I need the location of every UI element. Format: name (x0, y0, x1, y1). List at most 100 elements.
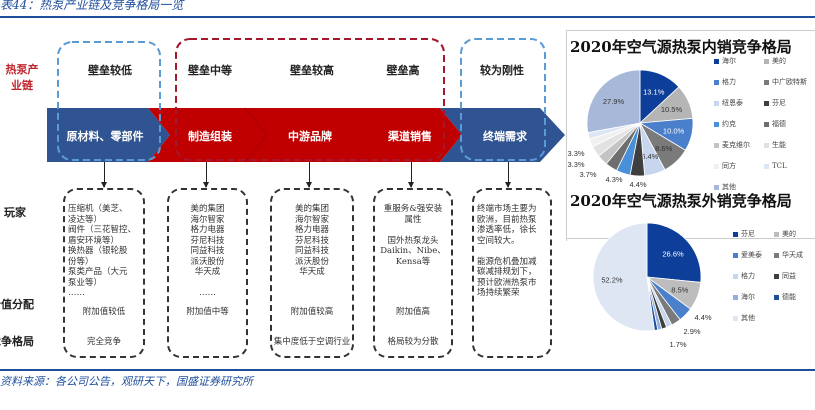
legend-item: 芬尼 (733, 229, 774, 239)
box-line: 换热器（银轮股 (68, 246, 128, 256)
arrow-down-icon (306, 162, 312, 188)
legend-item: 美的 (774, 229, 815, 239)
pie-data-label: 3.7% (579, 170, 596, 179)
domestic-pie-chart: 13.1%10.5%10.0%8.6%6.4%4.4%4.3%3.7%3.3%3… (567, 69, 694, 189)
box-line: 国外热泵龙头 (387, 235, 439, 246)
legend-swatch (764, 100, 769, 106)
box-value: 附加值较高 (290, 307, 334, 317)
legend-item: 海尔 (714, 56, 764, 66)
stage-midstream-brand: 中游品牌 (288, 129, 332, 143)
export-legend: 芬尼美的爱美泰华天成格力同益海尔德能其他 (733, 229, 815, 323)
legend-label: 其他 (722, 183, 736, 191)
barrier-label: 壁垒较高 (290, 64, 334, 77)
legend-label: 爱美泰 (741, 251, 762, 259)
high-barrier-dash (175, 38, 445, 161)
legend-label: 麦克维尔 (722, 141, 750, 149)
legend-swatch (714, 79, 719, 85)
legend-label: 纽恩泰 (722, 99, 743, 107)
box-line: 能源危机叠加减 (477, 256, 537, 267)
box-value: 附加值较低 (82, 307, 126, 317)
box-line: 欧洲，目前热泵 (477, 214, 537, 225)
box-line: 预计欧洲热泵市 (477, 277, 537, 288)
legend-swatch (714, 163, 719, 169)
domestic-chart-panel (566, 30, 815, 241)
stage-shape-mid (148, 108, 462, 162)
box-value: 附加值高 (395, 307, 430, 317)
box-value: 附加值中等 (186, 307, 229, 317)
legend-swatch (714, 58, 719, 64)
legend-swatch (733, 231, 738, 237)
box-line (378, 225, 448, 236)
pie-data-label: 4.3% (605, 175, 622, 184)
legend-label: 芬尼 (741, 230, 755, 238)
legend-item: 中广欧特斯 (764, 77, 814, 87)
box-line: 海尔智家 (294, 214, 329, 225)
box-line: 派沃股份 (190, 256, 225, 267)
pie-data-label: 6.4% (641, 152, 658, 161)
pie-data-label: 10.0% (663, 127, 685, 136)
stage-channel-sales: 渠道销售 (388, 129, 432, 143)
pie-data-label: 3.3% (567, 160, 584, 169)
legend-swatch (764, 163, 769, 169)
box-line: 华天成 (299, 267, 325, 277)
legend-label: 海尔 (741, 293, 755, 301)
legend-swatch (764, 121, 769, 127)
rigid-demand-dash (460, 38, 546, 161)
footer-divider (0, 369, 815, 371)
legend-label: 美的 (772, 57, 786, 65)
legend-label: 芬尼 (772, 99, 786, 107)
low-barrier-dash (57, 41, 161, 161)
legend-swatch (733, 294, 738, 300)
pie-data-label: 4.4% (694, 313, 711, 322)
box-competition: 完全竞争 (86, 337, 121, 347)
legend-label: 德能 (782, 293, 796, 301)
legend-item: 生能 (764, 140, 814, 150)
legend-swatch (714, 100, 719, 106)
legend-label: 福德 (772, 120, 786, 128)
legend-item: 福德 (764, 119, 814, 129)
box-competition: 格局较为分散 (387, 337, 439, 347)
pie-data-label: 26.6% (662, 249, 684, 258)
legend-swatch (714, 184, 719, 190)
legend-label: 生能 (772, 141, 786, 149)
legend-swatch (774, 294, 779, 300)
chain-label: 热泵产业链 (5, 63, 39, 92)
box-line: 华天成 (194, 267, 221, 277)
legend-swatch (714, 121, 719, 127)
title-divider (0, 16, 815, 18)
legend-label: 其他 (741, 314, 755, 322)
box-line: 碳减排规划下， (477, 267, 537, 277)
pie-data-label: 4.4% (629, 180, 646, 189)
pie-data-label: 2.9% (683, 327, 700, 336)
stage-shape-end (440, 108, 565, 162)
stage-raw-materials: 原材料、零部件 (66, 129, 144, 143)
legend-item: 麦克维尔 (714, 140, 764, 150)
box-line: 芬尼科技 (294, 235, 329, 246)
box-line: 重服务&强安装 (383, 204, 443, 214)
pie-data-label: 10.5% (661, 105, 683, 114)
legend-item: 同益 (774, 271, 815, 281)
chart-divider (566, 238, 815, 239)
box-line: 芬尼科技 (190, 235, 225, 246)
legend-item: 其他 (714, 182, 764, 192)
barrier-label: 较为刚性 (480, 64, 524, 77)
stage-shape-raw (47, 108, 170, 162)
box-line: 海尔智家 (190, 214, 225, 225)
pie-data-label: 13.1% (643, 87, 665, 96)
box-line: 格力电器 (190, 225, 225, 235)
legend-label: 同益 (782, 272, 796, 280)
export-chart-title: 2020年空气源热泵外销竞争格局 (570, 190, 792, 211)
legend-item: 美的 (764, 56, 814, 66)
legend-label: TCL (772, 162, 787, 170)
box-line: …… (199, 288, 216, 298)
box-line: 泵业等） (68, 277, 103, 288)
legend-label: 中广欧特斯 (772, 78, 807, 86)
legend-swatch (774, 252, 779, 258)
box-line: 压缩机（美芝、 (68, 204, 128, 214)
box-line: 终端市场主要为 (477, 204, 537, 214)
legend-label: 华天成 (782, 251, 803, 259)
players-box-manufacturing: 美的集团海尔智家格力电器芬尼科技同益科技派沃股份华天成 ……附加值中等 (167, 188, 248, 358)
pie-data-label: 8.5% (671, 286, 688, 295)
box-line: 同益科技 (190, 246, 225, 256)
